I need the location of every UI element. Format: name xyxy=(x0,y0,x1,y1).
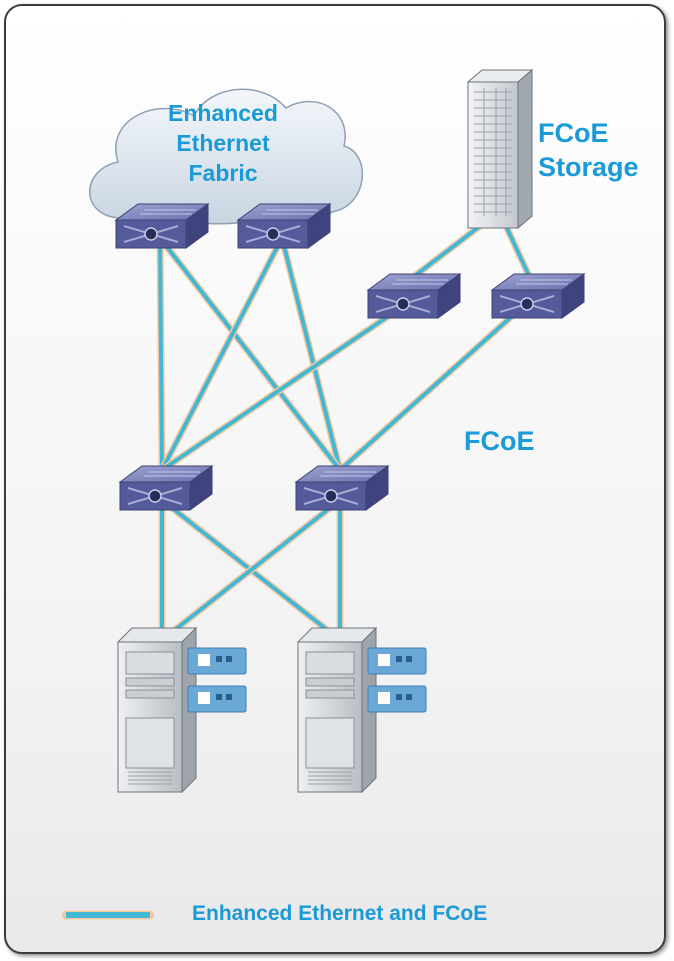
legend-label: Enhanced Ethernet and FCoE xyxy=(192,902,488,925)
switch-icon xyxy=(237,203,331,249)
cloud-label-line: Fabric xyxy=(188,160,258,186)
fcoe-link xyxy=(160,236,284,472)
storage-label: FCoE Storage xyxy=(538,116,639,184)
fcoe-link xyxy=(338,298,532,472)
fcoe-link xyxy=(280,236,342,472)
fcoe-link xyxy=(158,236,342,472)
cloud-icon xyxy=(89,88,364,225)
storage-array-icon xyxy=(466,68,534,230)
switch-icon xyxy=(115,203,209,249)
cloud-label: Enhanced Ethernet Fabric xyxy=(138,98,308,188)
switch-icon xyxy=(119,465,213,511)
storage-label-line: FCoE xyxy=(538,118,609,148)
fcoe-links xyxy=(156,222,534,644)
fcoe-link xyxy=(504,224,532,280)
fcoe-link xyxy=(160,298,414,472)
fcoe-link xyxy=(158,236,164,472)
cloud-label-line: Ethernet xyxy=(176,130,270,156)
switch-icon xyxy=(295,465,389,511)
fcoe-label: FCoE xyxy=(464,426,535,456)
legend-swatch xyxy=(62,910,154,920)
switch-icon xyxy=(367,273,461,319)
cloud-label-line: Enhanced xyxy=(168,100,278,126)
storage-label-line: Storage xyxy=(538,152,639,182)
server-tower-icon xyxy=(297,627,427,793)
fcoe-link xyxy=(160,498,342,642)
server-tower-icon xyxy=(117,627,247,793)
switch-icon xyxy=(491,273,585,319)
fcoe-link xyxy=(410,224,482,280)
